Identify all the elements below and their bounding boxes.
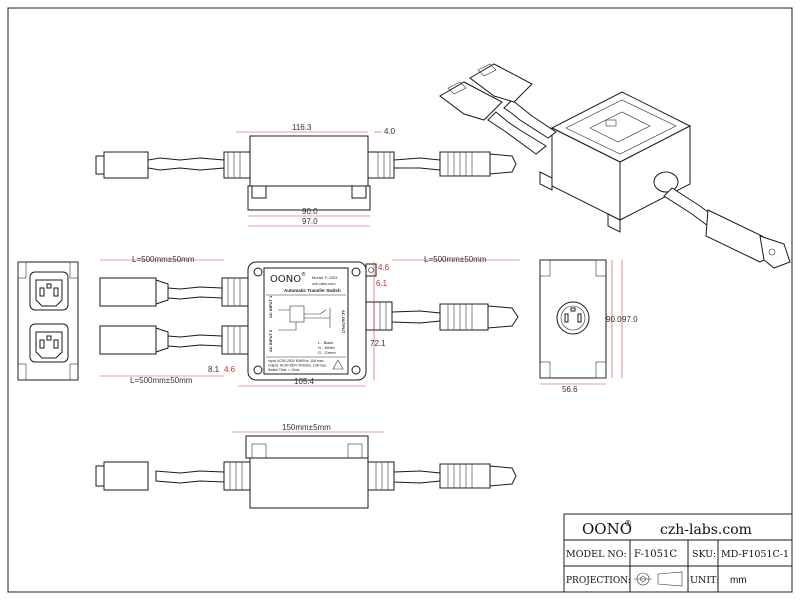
front-plug-input-1: [99, 277, 157, 307]
title-brand: OONO: [582, 520, 632, 538]
first-angle-projection-icon: [634, 571, 683, 587]
top-view-cable-left: [147, 157, 225, 171]
dim-side-height-outer: 97.0: [622, 315, 638, 324]
front-gland-input-2: [221, 325, 249, 355]
model-label: MODEL NO:: [566, 549, 627, 560]
dim-top-inner-width: 90.0: [302, 207, 318, 216]
unit-label: UNIT:: [690, 575, 719, 586]
title-website: czh-labs.com: [660, 522, 752, 538]
dim-hole-offset-b: 6.1: [376, 279, 388, 288]
model-value: F-1051C: [634, 549, 677, 560]
front-label-panel: [263, 267, 349, 375]
bottom-view: 150mm±5mm: [95, 423, 517, 509]
dim-side-depth: 56.6: [562, 385, 578, 394]
unit-value: mm: [730, 575, 747, 586]
front-gland-input-1: [221, 277, 249, 307]
label-output: AC OUTPUT: [341, 310, 346, 334]
label-brand-mark: ®: [301, 271, 306, 278]
front-gland-output: [365, 301, 393, 331]
dim-top-offset: 4.0: [384, 127, 396, 136]
title-block: OONO ® czh-labs.com MODEL NO: F-1051C SK…: [563, 513, 793, 593]
dim-top-outer-width: 97.0: [302, 217, 318, 226]
sku-label: SKU:: [692, 549, 716, 560]
label-spec-3: Switch Time: < 10ms: [268, 368, 300, 372]
iso-plug-input-1: [469, 63, 533, 103]
top-view-plug-right: [439, 151, 491, 177]
dim-box-height: 72.1: [370, 339, 386, 348]
label-model: Model: F-1051: [312, 275, 339, 280]
dim-side-height-inner: 90.0: [606, 315, 622, 324]
top-view: 116.3 4.0 90.0 97.0: [95, 123, 517, 227]
dim-bottom-offset-b: 4.6: [224, 365, 236, 374]
top-view-flange: [247, 185, 371, 211]
top-view-plug-left: [103, 151, 149, 179]
sku-value: MD-F1051C-1: [721, 549, 789, 560]
bottom-view-plug-right: [439, 463, 491, 489]
iso-cable-input-2: [487, 111, 547, 155]
label-wiring-n: N - White: [318, 345, 335, 350]
front-view: OONO ® Model: F-1051 czh-labs.com Automa…: [99, 255, 520, 387]
left-side-view: [17, 261, 79, 381]
label-wiring-g: G - Green: [318, 350, 336, 355]
label-product: Automatic Transfer Switch: [284, 288, 341, 293]
label-brand: OONO: [270, 274, 301, 285]
front-plug-input-2: [99, 325, 157, 355]
warning-triangle-icon: [332, 359, 344, 370]
bottom-view-gland-left: [223, 461, 251, 491]
dim-top-length: 116.3: [292, 123, 312, 132]
projection-label: PROJECTION:: [566, 576, 631, 586]
dim-bottom-span: 150mm±5mm: [282, 423, 331, 432]
label-wiring-l: L - Black: [318, 340, 333, 345]
right-view-outlet: [556, 301, 590, 335]
label-spec-2: Output: AC90-250V 50/60Hz, 10A max.: [268, 364, 327, 368]
top-view-box-body: [249, 135, 369, 187]
bottom-view-plug-left: [103, 461, 149, 491]
isometric-view: [439, 63, 791, 269]
label-input-2: AC INPUT 2: [268, 329, 273, 352]
bottom-view-box: [249, 457, 369, 509]
label-spec-1: Input: AC90-250V 50/60Hz, 10A max.: [268, 359, 324, 363]
label-input-1: AC INPUT 1: [268, 295, 273, 318]
front-mount-ear: [365, 263, 377, 277]
iso-top-label: [565, 99, 677, 155]
left-view-inlet-2: [29, 323, 69, 363]
iso-gland-output: [653, 171, 679, 193]
dim-box-width: 105.4: [294, 377, 315, 386]
iso-plug-input-2: [439, 81, 503, 121]
bottom-view-gland-right: [367, 461, 395, 491]
drawing-border: [7, 7, 793, 593]
label-site: czh-labs.com: [312, 281, 336, 286]
right-side-view: 90.0 97.0 56.6: [539, 259, 638, 394]
dim-bottom-offset-a: 8.1: [208, 365, 220, 374]
left-view-inlet-1: [29, 271, 69, 311]
title-block-frame: [563, 513, 793, 593]
top-view-mount-left: [251, 185, 267, 199]
front-plug-output: [439, 303, 489, 331]
title-brand-mark: ®: [624, 519, 632, 528]
dim-cable-left-bottom: L=500mm±50mm: [130, 376, 193, 385]
bottom-view-flange: [245, 435, 369, 459]
dim-cable-right: L=500mm±50mm: [424, 255, 487, 264]
dim-cable-left-top: L=500mm±50mm: [132, 255, 195, 264]
iso-box-right-face: [619, 125, 691, 221]
top-view-gland-left: [223, 151, 251, 179]
top-view-mount-right: [351, 185, 367, 199]
front-cable-output: [391, 310, 441, 324]
dim-hole-offset-a: 4.6: [378, 263, 390, 272]
